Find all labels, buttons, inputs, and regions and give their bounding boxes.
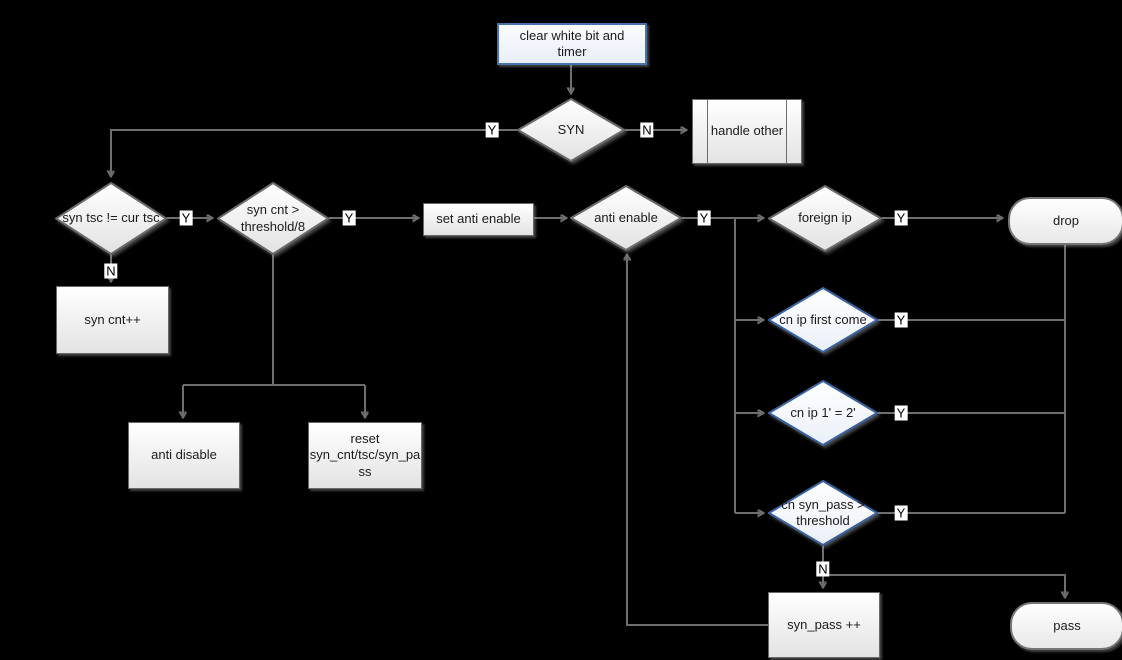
diamond-shape	[570, 185, 682, 251]
node-syn-cnt-increment: syn cnt++	[56, 286, 169, 354]
node-label: set anti enable	[436, 211, 521, 227]
node-label: clear white bit and timer	[519, 27, 625, 59]
node-label: reset syn_cnt/tsc/syn_pass	[309, 431, 421, 479]
node-label: foreign ip	[798, 210, 852, 226]
node-label: drop	[1052, 212, 1080, 228]
edge-label-syn-n: N	[640, 122, 654, 138]
node-label: cn ip first come	[779, 311, 867, 327]
node-label: handle other	[710, 123, 784, 139]
edge-label-syn-cnt-threshold-y: Y	[342, 210, 356, 226]
node-cn-syn-pass-threshold-decision: cn syn_pass > threshold	[768, 480, 878, 546]
node-syn-cnt-threshold-decision: syn cnt > threshold/8	[217, 182, 329, 255]
node-handle-other: handle other	[692, 99, 802, 164]
node-label: SYN	[557, 121, 585, 137]
node-clear-white-bit: clear white bit and timer	[497, 23, 647, 65]
diamond-shape	[768, 287, 878, 353]
node-syn-pass-increment: syn_pass ++	[768, 592, 880, 658]
node-syn-decision: SYN	[517, 98, 625, 162]
edge-label-cn-syn-pass-n: N	[816, 561, 830, 577]
edge-label-anti-enable-y: Y	[697, 210, 711, 226]
node-syn-tsc-decision: syn tsc != cur tsc	[55, 182, 167, 255]
node-label: anti disable	[151, 447, 217, 463]
edge-label-syn-tsc-n: N	[104, 263, 118, 279]
edge-label-syn-y: Y	[485, 122, 499, 138]
node-cn-ip-first-come-decision: cn ip first come	[768, 287, 878, 353]
edge-label-cn-ip-first-come-y: Y	[894, 312, 908, 328]
edge-label-foreign-ip-y: Y	[894, 210, 908, 226]
node-label: syn tsc != cur tsc	[62, 210, 160, 226]
diamond-shape	[768, 380, 878, 446]
edge-label-syn-tsc-y: Y	[179, 210, 193, 226]
node-label: syn cnt++	[84, 311, 141, 327]
node-label: cn syn_pass > threshold	[781, 496, 865, 528]
node-label: syn cnt > threshold/8	[240, 202, 306, 234]
diamond-shape	[768, 480, 878, 546]
node-cn-ip-equal-decision: cn ip 1' = 2'	[768, 380, 878, 446]
node-pass-terminator: pass	[1010, 602, 1122, 650]
diamond-shape	[55, 182, 167, 255]
edge-label-cn-syn-pass-y: Y	[894, 505, 908, 521]
node-set-anti-enable: set anti enable	[423, 203, 534, 236]
node-foreign-ip-decision: foreign ip	[768, 185, 882, 252]
node-label: syn_pass ++	[787, 616, 861, 632]
node-anti-enable-decision: anti enable	[570, 185, 682, 251]
node-anti-disable: anti disable	[128, 422, 240, 489]
node-drop-terminator: drop	[1008, 197, 1122, 245]
node-label: pass	[1053, 617, 1081, 633]
node-reset-counters: reset syn_cnt/tsc/syn_pass	[308, 422, 422, 489]
edge-label-cn-ip-equal-y: Y	[894, 405, 908, 421]
node-label: anti enable	[594, 209, 658, 225]
node-label: cn ip 1' = 2'	[790, 404, 856, 420]
diamond-shape	[768, 185, 882, 252]
diamond-shape	[517, 98, 625, 162]
diamond-shape	[217, 182, 329, 255]
